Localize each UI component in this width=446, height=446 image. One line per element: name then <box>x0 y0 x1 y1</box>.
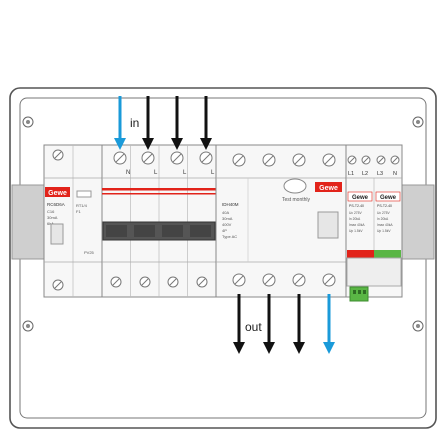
rcd-spec-text: 400V <box>222 222 232 227</box>
spd-spec-text: Imax 40kA <box>377 223 393 227</box>
rcbo-brand-badge <box>45 187 70 197</box>
spd-terminal-label: L1 <box>348 171 354 177</box>
rcbo-module: Gewe RC6D6A C16 30mA 6kA RT1/4 F1 PV25 <box>43 144 103 298</box>
spd-terminal-label: L3 <box>377 171 383 177</box>
spd-spec-text: Uc 275V <box>377 211 390 215</box>
rcd-brand-badge <box>315 182 342 192</box>
rcd-spec-text: 30mA <box>222 216 233 221</box>
terminal-screw-icon <box>292 153 306 167</box>
terminal-screw-icon <box>113 151 127 165</box>
input-wires <box>114 96 212 150</box>
mcb-terminal-label: L <box>183 170 187 176</box>
terminal-screw-icon <box>322 153 336 167</box>
screw-icon <box>22 116 34 128</box>
spd-model-text: PS-T2-40 <box>349 204 364 208</box>
rcbo-model-text: RC6D6A <box>47 202 65 207</box>
phase-out-arrow-icon <box>263 342 275 354</box>
rcbo-spec1-text: C16 <box>47 209 55 214</box>
rcbo-status-window <box>76 190 92 198</box>
rcd-spec-text: 40A <box>222 210 229 215</box>
spd-terminal-label: N <box>393 171 397 177</box>
terminal-screw-icon <box>376 155 386 165</box>
terminal-screw-icon <box>262 273 276 287</box>
in-label: in <box>130 116 139 130</box>
mcb-red-stripe <box>102 188 216 191</box>
mcb-terminal-label: L <box>154 170 158 176</box>
phase-in-arrow-icon <box>200 138 212 150</box>
rcbo-brand-text: Gewe <box>48 190 67 197</box>
spd-spec-text: In 20kA <box>349 217 361 221</box>
spd-spec-text: Uc 275V <box>349 211 362 215</box>
terminal-screw-icon <box>390 155 400 165</box>
spd-lower-housing <box>346 257 402 287</box>
mcb-toggle-bar[interactable] <box>102 221 216 241</box>
spd-brand-text: Gewe <box>352 195 369 201</box>
terminal-screw-icon <box>232 153 246 167</box>
spd-status-red <box>347 250 374 258</box>
terminal-screw-icon <box>292 273 306 287</box>
screw-icon <box>412 320 424 332</box>
terminal-screw-icon <box>170 151 184 165</box>
output-wires <box>233 294 335 354</box>
spd-spec-text: In 20kA <box>377 217 389 221</box>
rcbo-side1-text: RT1/4 <box>76 203 88 208</box>
spd-spec-text: Up 1.5kV <box>377 229 391 233</box>
terminal-screw-icon <box>347 155 357 165</box>
rcd-spec-text: Type AC <box>222 234 237 239</box>
rcd-spec-text: 4P <box>222 228 227 233</box>
din-rail-end-left <box>11 184 49 260</box>
rcbo-bottom-text: PV25 <box>84 250 95 255</box>
terminal-screw-icon <box>196 276 208 288</box>
spd-spec-text: Up 1.5kV <box>349 229 363 233</box>
terminal-screw-icon <box>361 155 371 165</box>
terminal-screw-icon <box>322 273 336 287</box>
terminal-screw-icon <box>141 151 155 165</box>
rcbo-lever[interactable] <box>50 223 64 245</box>
rcd-test-label: Test monthly <box>282 197 311 203</box>
screw-icon <box>412 116 424 128</box>
spd-brand-text: Gewe <box>380 195 397 201</box>
mcb-terminal-label: N <box>126 170 130 176</box>
rcd-brand-text: Gewe <box>319 185 338 192</box>
rcbo-spec2-text: 30mA <box>47 215 58 220</box>
rcbo-side2-text: F1 <box>76 209 81 214</box>
terminal-screw-icon <box>232 273 246 287</box>
neutral-in-arrow-icon <box>114 138 126 150</box>
mcb-red-stripe <box>102 193 216 195</box>
terminal-screw-icon <box>52 149 64 161</box>
mcb-terminal-label: L <box>211 170 215 176</box>
terminal-screw-icon <box>110 276 122 288</box>
rcd-test-button[interactable] <box>283 178 307 194</box>
terminal-screw-icon <box>139 276 151 288</box>
terminal-screw-icon <box>167 276 179 288</box>
rcd-model-text: IDH40M <box>222 202 239 207</box>
out-label: out <box>245 320 262 334</box>
spd-spec-text: Imax 40kA <box>349 223 365 227</box>
terminal-screw-icon <box>52 279 64 291</box>
spd-terminal-label: L2 <box>362 171 368 177</box>
spd-brand-badge <box>347 191 373 202</box>
mcb-module: N L L L <box>101 144 217 298</box>
rcd-lever[interactable] <box>317 211 339 239</box>
phase-in-arrow-icon <box>171 138 183 150</box>
spd-module: L1 L2 L3 N Gewe Gewe PS-T2-40 PS-T2-40 U… <box>345 144 403 302</box>
phase-out-arrow-icon <box>293 342 305 354</box>
din-rail-end-right <box>397 184 435 260</box>
spd-brand-badge <box>375 191 401 202</box>
terminal-screw-icon <box>199 151 213 165</box>
spd-status-green <box>374 250 401 258</box>
terminal-screw-icon <box>262 153 276 167</box>
phase-out-arrow-icon <box>233 342 245 354</box>
rcd-module: IDH40M 40A 30mA 400V 4P Type AC Test mon… <box>215 144 347 298</box>
neutral-out-arrow-icon <box>323 342 335 354</box>
phase-in-arrow-icon <box>142 138 154 150</box>
spd-model-text: PS-T2-40 <box>377 204 392 208</box>
screw-icon <box>22 320 34 332</box>
